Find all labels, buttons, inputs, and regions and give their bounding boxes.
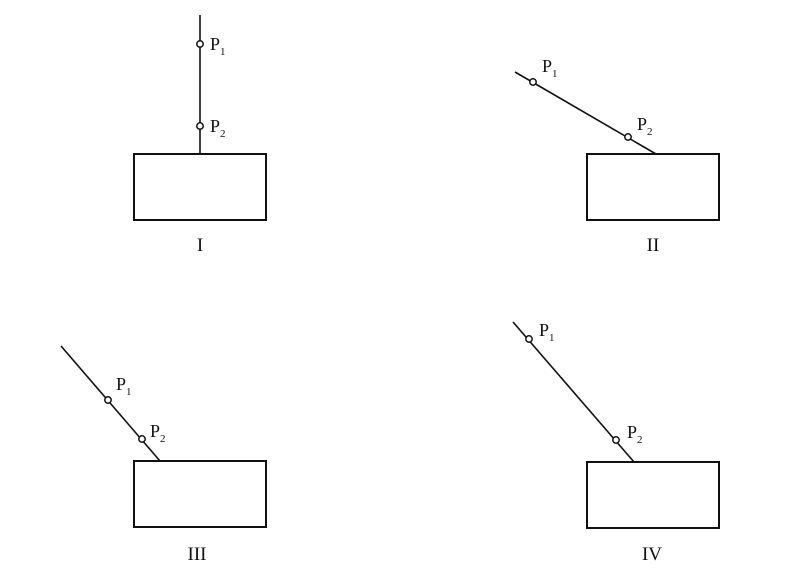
pin-p1-label: P1 bbox=[116, 374, 132, 398]
pin-p1 bbox=[525, 335, 533, 343]
incident-ray bbox=[60, 345, 161, 462]
pin-p1 bbox=[529, 78, 537, 86]
pin-p1-label: P1 bbox=[210, 34, 226, 58]
panel-caption: I bbox=[197, 235, 203, 256]
glass-block bbox=[133, 153, 267, 221]
pin-p2 bbox=[612, 436, 620, 444]
pin-p2-label: P2 bbox=[210, 116, 226, 140]
pin-p2 bbox=[624, 133, 632, 141]
panel-II: P1 P2 II bbox=[514, 56, 720, 256]
panel-caption: IV bbox=[642, 544, 662, 565]
glass-block bbox=[133, 460, 267, 528]
pin-p2-label: P2 bbox=[637, 114, 653, 138]
pin-p2 bbox=[138, 435, 146, 443]
pin-p1-label: P1 bbox=[542, 56, 558, 80]
pin-p1 bbox=[196, 40, 204, 48]
pin-p2 bbox=[196, 122, 204, 130]
incident-ray bbox=[514, 71, 657, 155]
glass-block bbox=[586, 153, 720, 221]
pin-p1 bbox=[104, 396, 112, 404]
glass-block bbox=[586, 461, 720, 529]
panel-caption: II bbox=[647, 235, 660, 256]
panel-III: P1 P2 III bbox=[60, 345, 267, 565]
pin-p2-label: P2 bbox=[627, 422, 643, 446]
panel-I: P1 P2 I bbox=[133, 15, 267, 256]
panel-IV: P1 P2 IV bbox=[512, 320, 720, 565]
panel-caption: III bbox=[188, 544, 207, 565]
pin-p1-label: P1 bbox=[539, 320, 555, 344]
pin-p2-label: P2 bbox=[150, 421, 166, 445]
